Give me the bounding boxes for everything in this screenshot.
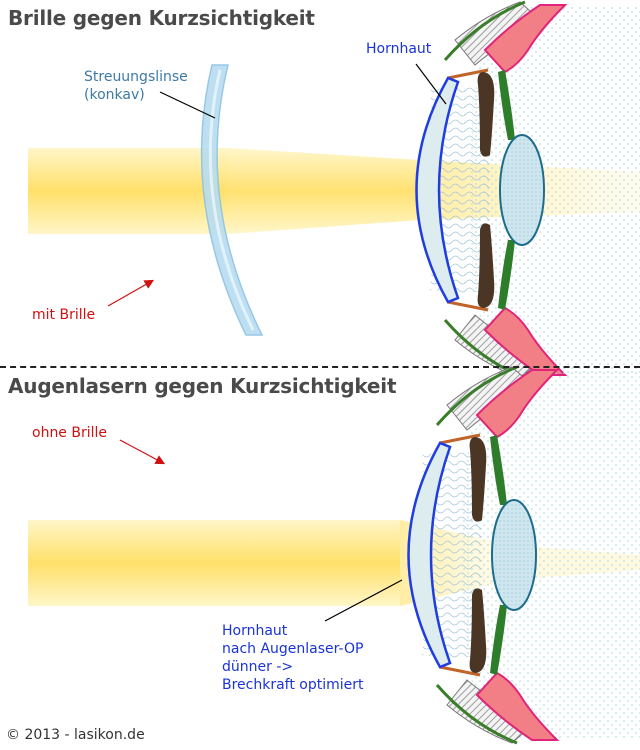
light-beam-diverging <box>228 148 420 234</box>
cornea-label-top: Hornhaut <box>366 41 432 57</box>
cornea-leader-line-top <box>415 63 447 105</box>
bottom-panel <box>28 365 640 745</box>
cornea-label-bottom-line1: Hornhaut <box>222 623 288 639</box>
copyright-text: © 2013 - lasikon.de <box>6 727 145 743</box>
cornea-label-bottom-line2: nach Augenlaser-OP <box>222 641 364 657</box>
cornea-label-bottom-line4: Brechkraft optimiert <box>222 677 364 693</box>
lens-label-line2: (konkav) <box>84 87 145 103</box>
red-arrow-bottom <box>119 439 166 465</box>
eye-bottom <box>407 365 640 745</box>
light-beam-incoming-2 <box>28 520 400 606</box>
panel-divider <box>0 366 640 368</box>
light-beam-incoming <box>28 148 228 234</box>
cornea-label-bottom-line3: dünner -> <box>222 659 294 675</box>
lens-label-line1: Streuungslinse <box>84 69 188 85</box>
top-panel <box>28 0 640 380</box>
concave-lens <box>200 64 264 336</box>
without-glasses-label: ohne Brille <box>32 425 108 441</box>
cornea-leader-line-bottom <box>324 579 403 622</box>
bottom-panel-title: Augenlasern gegen Kurzsichtigkeit <box>8 374 397 398</box>
red-arrow-top <box>107 279 155 307</box>
top-panel-title: Brille gegen Kurzsichtigkeit <box>8 6 315 30</box>
eye-top <box>415 0 640 380</box>
lens-leader-line <box>159 91 216 119</box>
with-glasses-label: mit Brille <box>32 307 96 323</box>
